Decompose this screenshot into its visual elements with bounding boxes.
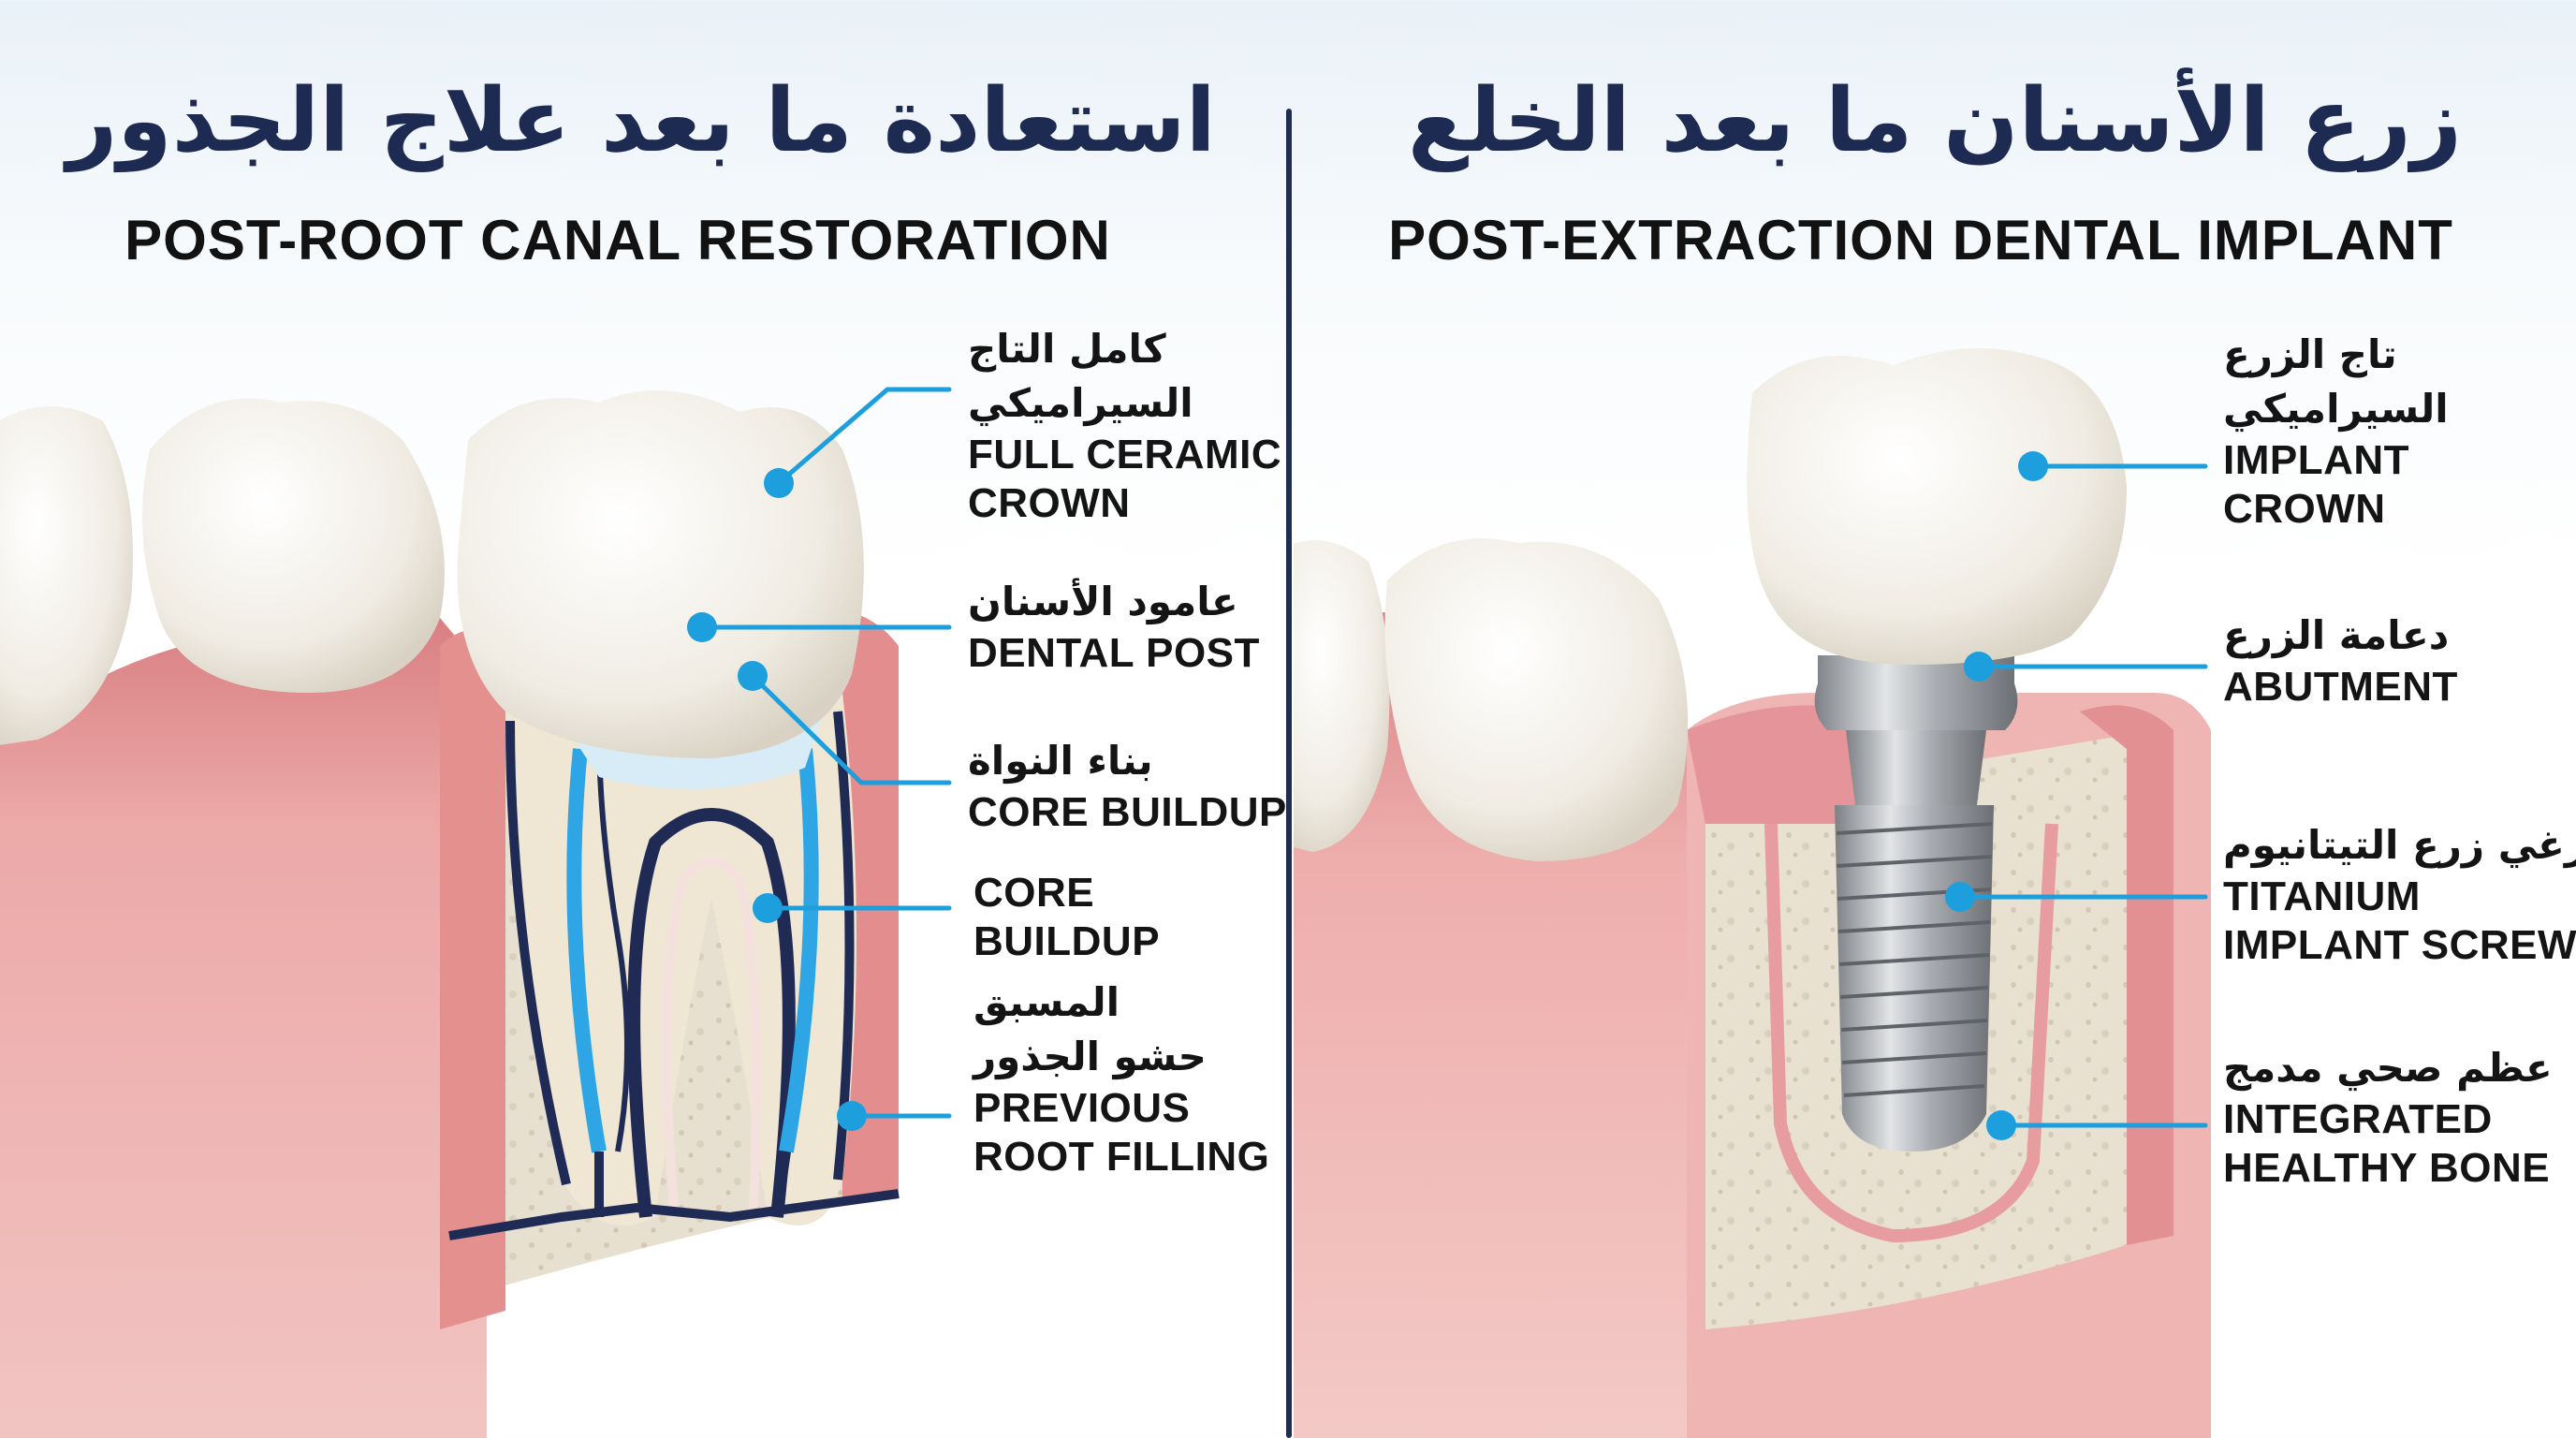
label-ar-line: بناء النواة <box>968 734 1287 788</box>
label-implant-crown: تاج الزرع السيراميكي IMPLANT CROWN <box>2223 328 2449 534</box>
label-core-buildup-1: بناء النواة CORE BUILDUP <box>968 734 1287 837</box>
label-en-line: IMPLANT SCREW <box>2223 921 2576 970</box>
label-ar-line: السيراميكي <box>968 376 1281 431</box>
left-title-arabic: استعادة ما بعد علاج الجذور <box>56 73 1226 169</box>
label-en-line: ABUTMENT <box>2223 663 2458 712</box>
right-title-english: POST-EXTRACTION DENTAL IMPLANT <box>1312 208 2529 272</box>
label-en-line: INTEGRATED <box>2223 1095 2553 1144</box>
label-en-line: HEALTHY BONE <box>2223 1144 2553 1193</box>
label-titanium-implant-screw: برغي زرع التيتانيوم TITANIUM IMPLANT SCR… <box>2223 818 2576 970</box>
label-ar-line: تاج الزرع <box>2223 328 2449 382</box>
label-en-line: CORE <box>973 869 1160 917</box>
neighbor-tooth <box>142 399 445 693</box>
gum-tissue <box>0 618 487 1438</box>
label-en-line: DENTAL POST <box>968 629 1260 678</box>
label-en-line: CORE BUILDUP <box>968 788 1287 837</box>
implant-crown <box>1747 348 2127 665</box>
implant-panel: زرع الأسنان ما بعد الخلع POST-EXTRACTION… <box>1294 0 2576 1438</box>
label-en-line: BUILDUP <box>973 917 1160 966</box>
label-integrated-healthy-bone: عظم صحي مدمج INTEGRATED HEALTHY BONE <box>2223 1041 2553 1193</box>
label-ar-line: كامل التاج <box>968 322 1281 376</box>
label-ar-line: المسبق <box>973 976 1269 1030</box>
left-title-english: POST-ROOT CANAL RESTORATION <box>75 208 1161 272</box>
root-canal-panel: استعادة ما بعد علاج الجذور POST-ROOT CAN… <box>0 0 1284 1438</box>
ceramic-crown <box>458 390 864 758</box>
right-title-arabic: زرع الأسنان ما بعد الخلع <box>1350 73 2520 169</box>
panel-divider <box>1286 109 1292 1438</box>
titanium-screw <box>1835 805 1994 1152</box>
label-ar-line: برغي زرع التيتانيوم <box>2223 818 2576 873</box>
label-full-ceramic-crown: كامل التاج السيراميكي FULL CERAMIC CROWN <box>968 322 1281 528</box>
label-en-line: ROOT FILLING <box>973 1133 1269 1181</box>
label-abutment: دعامة الزرع ABUTMENT <box>2223 609 2458 712</box>
label-en-line: PREVIOUS <box>973 1084 1269 1133</box>
label-core-buildup-2: CORE BUILDUP <box>973 869 1160 966</box>
label-dental-post: عامود الأسنان DENTAL POST <box>968 575 1260 678</box>
label-ar-line: حشو الجذور <box>973 1030 1269 1084</box>
label-en-line: IMPLANT <box>2223 436 2449 485</box>
label-previous-root-filling: المسبق حشو الجذور PREVIOUS ROOT FILLING <box>973 976 1269 1181</box>
label-en-line: FULL CERAMIC <box>968 431 1281 479</box>
label-en-line: TITANIUM <box>2223 873 2576 921</box>
label-en-line: CROWN <box>2223 485 2449 534</box>
label-ar-line: دعامة الزرع <box>2223 609 2458 663</box>
label-ar-line: السيراميكي <box>2223 382 2449 436</box>
label-ar-line: عامود الأسنان <box>968 575 1260 629</box>
label-ar-line: عظم صحي مدمج <box>2223 1041 2553 1095</box>
label-en-line: CROWN <box>968 479 1281 528</box>
